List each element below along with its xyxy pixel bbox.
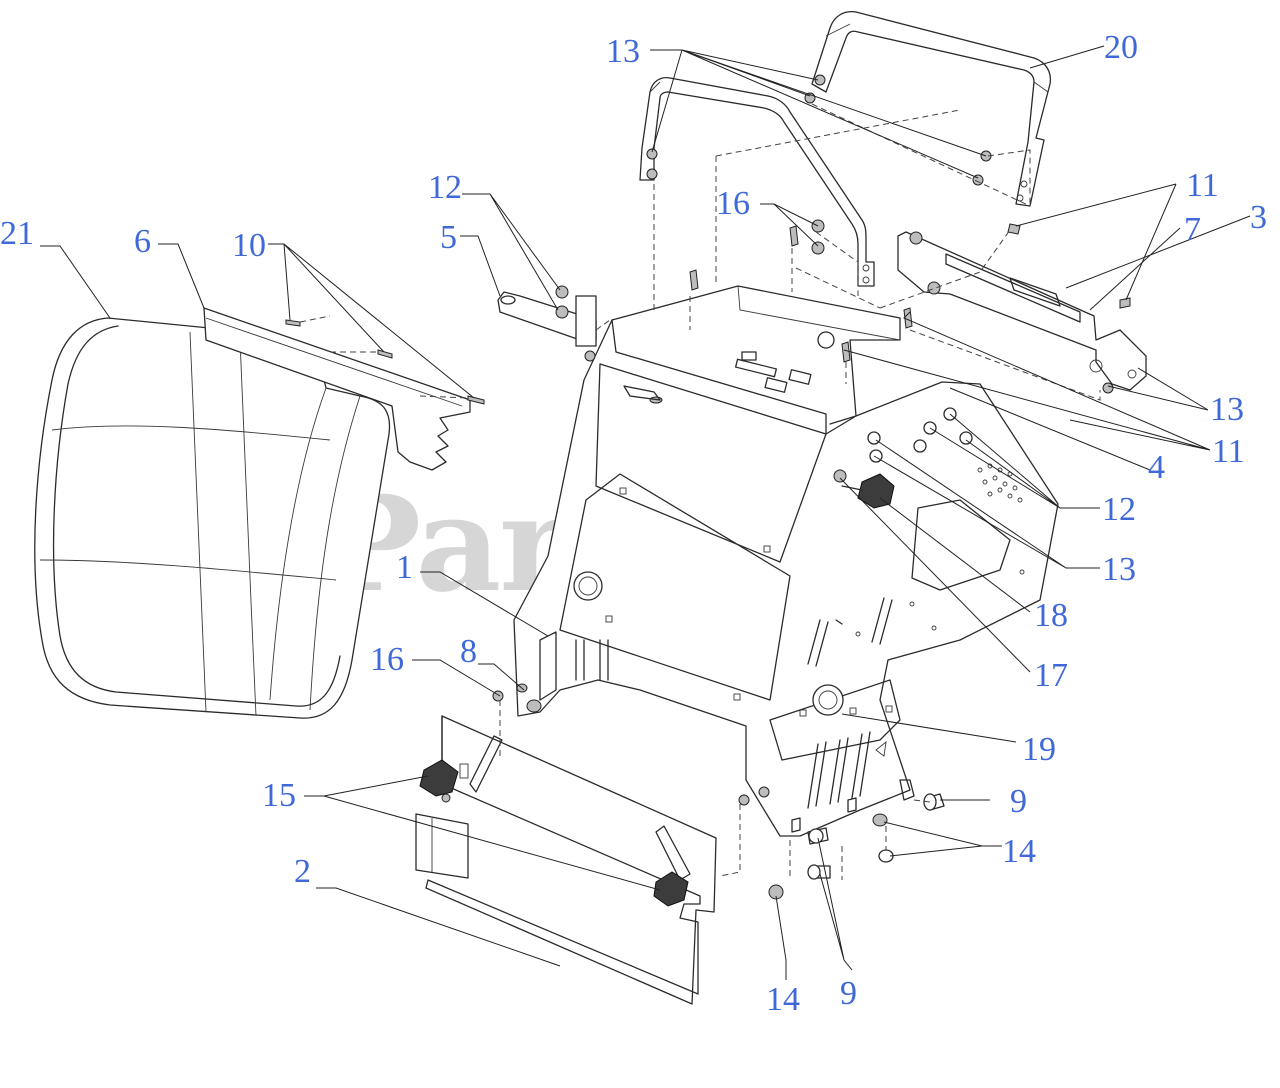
callout-9-bottom[interactable]: 9 [840,975,857,1012]
callout-19[interactable]: 19 [1022,731,1056,768]
part-seat-cushion[interactable] [34,317,391,719]
callout-12-upper[interactable]: 12 [428,169,462,206]
callout-labels: 13 20 12 11 3 16 7 21 6 10 5 13 11 4 12 … [0,29,1267,1018]
callout-3[interactable]: 3 [1250,199,1267,236]
callout-13-right[interactable]: 13 [1210,391,1244,428]
callout-18[interactable]: 18 [1034,597,1068,634]
part-knob-frame[interactable] [833,469,895,509]
callout-16-lower[interactable]: 16 [370,641,404,678]
callout-2[interactable]: 2 [294,853,311,890]
callout-16-upper[interactable]: 16 [716,185,750,222]
callout-9-right[interactable]: 9 [1010,783,1027,820]
callout-8[interactable]: 8 [460,633,477,670]
part-rear-handle[interactable] [639,76,875,287]
callout-21[interactable]: 21 [0,215,34,252]
fasteners-upper [285,150,1131,463]
part-control-bracket[interactable] [897,231,1147,391]
callout-4[interactable]: 4 [1148,449,1165,486]
callout-5[interactable]: 5 [440,219,457,256]
callout-6[interactable]: 6 [134,223,151,260]
assembly-lines [299,103,1101,880]
callout-20[interactable]: 20 [1104,29,1138,66]
callout-11-lower[interactable]: 11 [1212,433,1245,470]
part-knob-left[interactable] [419,759,459,803]
part-front-handle[interactable] [804,10,1052,207]
part-main-frame[interactable] [513,285,1059,837]
leader-lines [40,45,1251,980]
part-side-bracket[interactable] [497,291,597,347]
callout-17[interactable]: 17 [1034,657,1068,694]
callout-10[interactable]: 10 [232,227,266,264]
callout-13-top[interactable]: 13 [606,33,640,70]
callout-14-bottom[interactable]: 14 [766,981,800,1018]
callout-7[interactable]: 7 [1184,211,1201,248]
callout-13-lower[interactable]: 13 [1102,551,1136,588]
callout-1[interactable]: 1 [396,549,413,586]
callout-11-upper[interactable]: 11 [1186,167,1219,204]
part-seat-bracket[interactable] [203,307,471,471]
callout-12-lower[interactable]: 12 [1102,491,1136,528]
part-knob-right[interactable] [653,871,689,907]
callout-14-right[interactable]: 14 [1002,833,1036,870]
callout-15[interactable]: 15 [262,777,296,814]
part-lower-guard[interactable] [425,715,717,1005]
